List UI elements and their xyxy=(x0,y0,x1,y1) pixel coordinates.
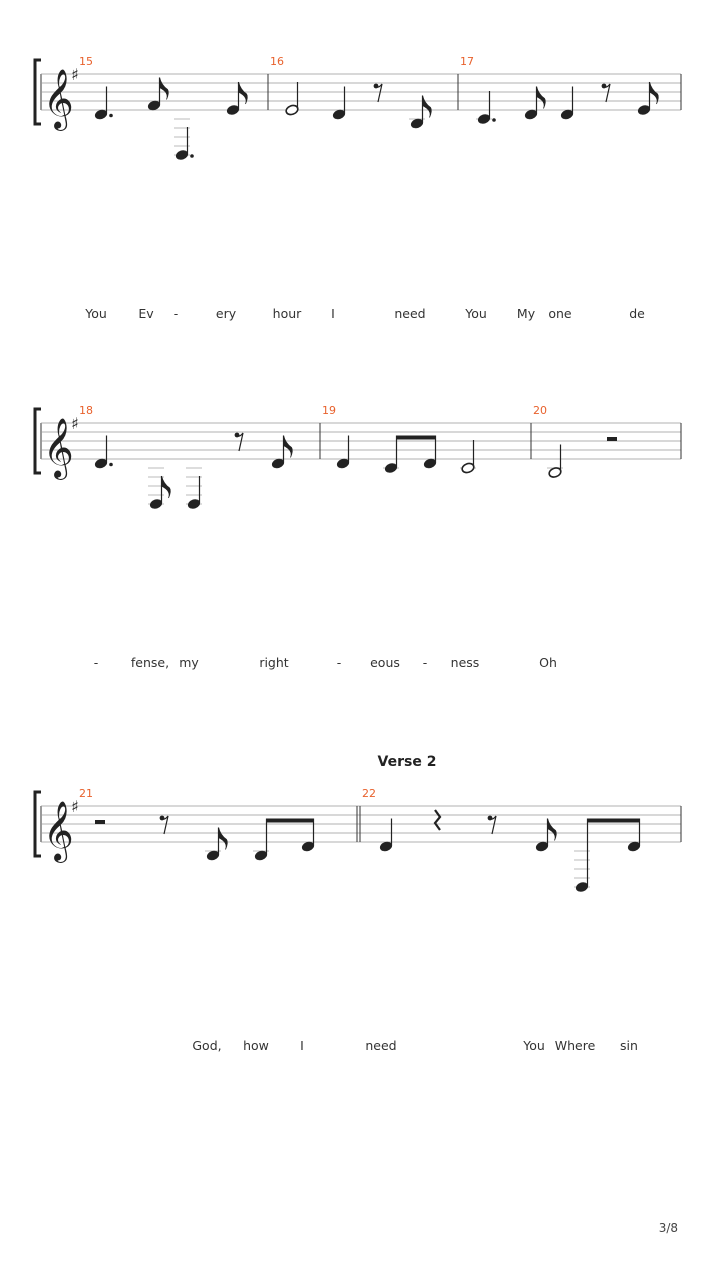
bracket xyxy=(33,407,41,475)
staff-system: 𝄞♯18 19 20 - fense, my right - eous - ness Oh xyxy=(33,404,682,670)
lyric-syllable: You xyxy=(522,1038,545,1053)
bracket xyxy=(33,790,41,858)
eighth-rest xyxy=(161,815,169,835)
note-beam xyxy=(396,435,436,440)
lyric-syllable: I xyxy=(331,306,335,321)
lyric-syllable: - xyxy=(174,306,179,321)
note-flag xyxy=(649,81,659,105)
half-rest xyxy=(95,820,105,824)
measure-number: 22 xyxy=(362,787,376,800)
lyric-syllable: I xyxy=(300,1038,304,1053)
note-flag xyxy=(218,827,228,850)
lyric-syllable: You xyxy=(464,306,487,321)
lyric-syllable: Ev xyxy=(138,306,154,321)
note-flag xyxy=(547,818,557,841)
half-rest xyxy=(607,437,617,441)
lyric-syllable: You xyxy=(84,306,107,321)
augmentation-dot xyxy=(109,113,113,118)
measure-number: 17 xyxy=(460,55,474,68)
lyric-syllable: one xyxy=(548,306,572,321)
lyric-syllable: need xyxy=(365,1038,396,1053)
lyric-syllable: ness xyxy=(451,655,480,670)
lyric-syllable: need xyxy=(394,306,425,321)
bracket xyxy=(33,58,41,126)
note-flag xyxy=(161,475,171,499)
note-flag xyxy=(238,81,248,105)
lyric-syllable: de xyxy=(629,306,645,321)
lyric-syllable: - xyxy=(423,655,428,670)
page-number: 3/8 xyxy=(658,1221,678,1235)
lyric-syllable: Oh xyxy=(539,655,557,670)
augmentation-dot xyxy=(492,118,496,122)
augmentation-dot xyxy=(190,154,194,158)
lyric-syllable: right xyxy=(259,655,288,670)
augmentation-dot xyxy=(109,462,113,467)
lyric-syllable: how xyxy=(243,1038,269,1053)
lyric-syllable: - xyxy=(337,655,342,670)
section-label: Verse 2 xyxy=(378,754,437,770)
note-flag xyxy=(159,77,169,100)
lyric-syllable: Where xyxy=(555,1038,596,1053)
eighth-rest xyxy=(375,83,383,103)
note-flag xyxy=(283,435,293,458)
key-signature-sharp: ♯ xyxy=(71,65,79,84)
eighth-rest xyxy=(489,815,497,835)
measure-number: 18 xyxy=(79,404,93,417)
measure-number: 15 xyxy=(79,55,93,68)
treble-clef: 𝄞 xyxy=(43,69,74,131)
lyric-syllable: sin xyxy=(620,1038,638,1053)
measure-number: 16 xyxy=(270,55,284,68)
lyric-syllable: my xyxy=(179,655,199,670)
measure-number: 20 xyxy=(533,404,547,417)
eighth-rest xyxy=(236,432,244,452)
treble-clef: 𝄞 xyxy=(43,801,74,863)
key-signature-sharp: ♯ xyxy=(71,797,79,816)
lyric-syllable: eous xyxy=(370,655,400,670)
lyric-syllable: ery xyxy=(216,306,237,321)
lyric-syllable: My xyxy=(517,306,536,321)
note-flag xyxy=(422,95,432,118)
measure-number: 19 xyxy=(322,404,336,417)
quarter-rest xyxy=(433,809,442,831)
measure-number: 21 xyxy=(79,787,93,800)
lyric-syllable: - xyxy=(94,655,99,670)
eighth-rest xyxy=(603,83,611,103)
lyric-syllable: God, xyxy=(192,1038,221,1053)
key-signature-sharp: ♯ xyxy=(71,414,79,433)
lyric-syllable: fense, xyxy=(131,655,169,670)
note-flag xyxy=(536,86,546,109)
lyric-syllable: hour xyxy=(273,306,302,321)
note-beam xyxy=(266,818,314,823)
note-beam xyxy=(587,818,640,823)
treble-clef: 𝄞 xyxy=(43,418,74,480)
